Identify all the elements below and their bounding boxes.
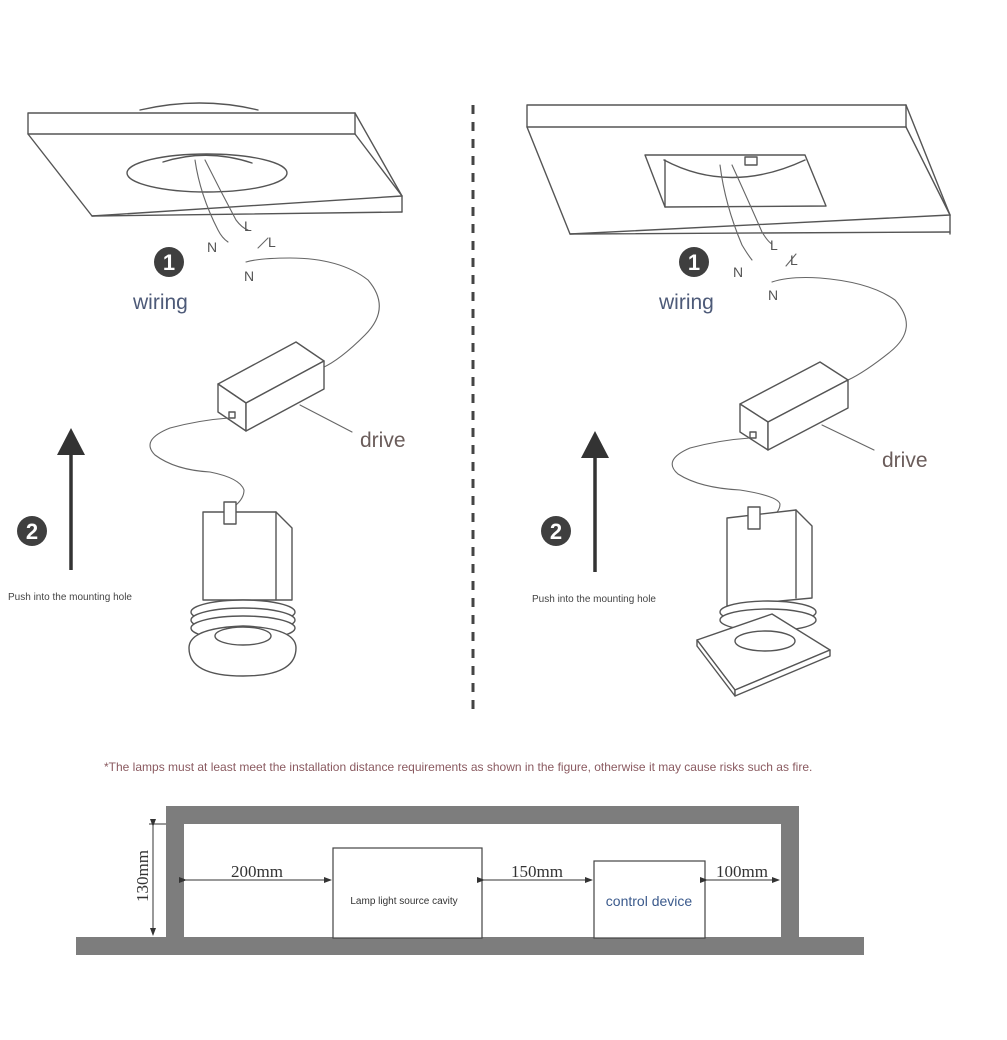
- control-device-label: control device: [606, 893, 693, 909]
- round-lamp: [188, 501, 297, 677]
- wire-label-l2-right: L: [790, 252, 798, 268]
- step-1-label: wiring: [132, 291, 188, 314]
- right-gap-dimension: 100mm: [716, 862, 768, 881]
- step-1-number: 1: [163, 250, 175, 275]
- ceiling-wire-l: [204, 159, 249, 231]
- driver-box: [217, 341, 325, 432]
- wire-label-l2: L: [268, 234, 276, 250]
- step-1-number-right: 1: [688, 250, 700, 275]
- left-panel: L N L N 1 wiring drive 2 Push into the m…: [8, 102, 406, 677]
- warning-note: *The lamps must at least meet the instal…: [104, 760, 812, 774]
- wire-label-n2-right: N: [768, 287, 778, 303]
- step-1-circle-right: [679, 247, 709, 277]
- driver-wire-l: [257, 237, 269, 249]
- ceiling-board: [27, 112, 403, 217]
- wire-label-n-right: N: [733, 264, 743, 280]
- right-panel: L N L N 1 wiring drive 2 Push into the m…: [526, 104, 951, 697]
- step-1-label-right: wiring: [658, 291, 714, 314]
- push-arrow-head-right: [581, 431, 609, 458]
- height-dimension: 130mm: [133, 850, 152, 902]
- driver-input-wire-right: [771, 276, 907, 381]
- middle-gap-dimension: 150mm: [511, 862, 563, 881]
- lamp-wire-right: [671, 437, 781, 519]
- ceiling-wire-n: [194, 159, 229, 243]
- drive-label-right: drive: [882, 449, 928, 472]
- frame-left: [166, 806, 184, 939]
- frame-top: [166, 806, 799, 824]
- drive-label: drive: [360, 429, 406, 452]
- ceiling-board-right: [526, 104, 951, 235]
- ceiling-wire-l-right: [731, 164, 773, 245]
- wire-label-n: N: [207, 239, 217, 255]
- push-label-right: Push into the mounting hole: [532, 594, 656, 605]
- wire-label-n2: N: [244, 268, 254, 284]
- push-label: Push into the mounting hole: [8, 592, 132, 603]
- floor-slab: [76, 937, 864, 955]
- step-2-circle-right: [541, 516, 571, 546]
- step-2-number-right: 2: [550, 519, 562, 544]
- wire-label-l-right: L: [770, 237, 778, 253]
- step-2-circle: [17, 516, 47, 546]
- drive-leader: [299, 404, 353, 433]
- driver-wire-l-right: [785, 253, 797, 267]
- drive-leader-right: [821, 424, 875, 451]
- driver-box-right: [739, 361, 849, 451]
- lamp-cavity-box: [332, 847, 483, 939]
- frame-right: [781, 806, 799, 939]
- driver-input-wire: [245, 257, 380, 369]
- distance-diagram: Lamp light source cavity control device …: [76, 806, 864, 955]
- ceiling-dome: [139, 102, 259, 111]
- lamp-cavity-label: Lamp light source cavity: [350, 896, 457, 907]
- wire-label-l: L: [244, 218, 252, 234]
- lamp-wire: [149, 417, 245, 506]
- square-lamp: [696, 506, 831, 697]
- step-2-number: 2: [26, 519, 38, 544]
- left-gap-dimension: 200mm: [231, 862, 283, 881]
- ceiling-wire-n-right: [719, 164, 753, 261]
- push-arrow-head: [57, 428, 85, 455]
- control-device-box: [593, 860, 706, 939]
- step-1-circle: [154, 247, 184, 277]
